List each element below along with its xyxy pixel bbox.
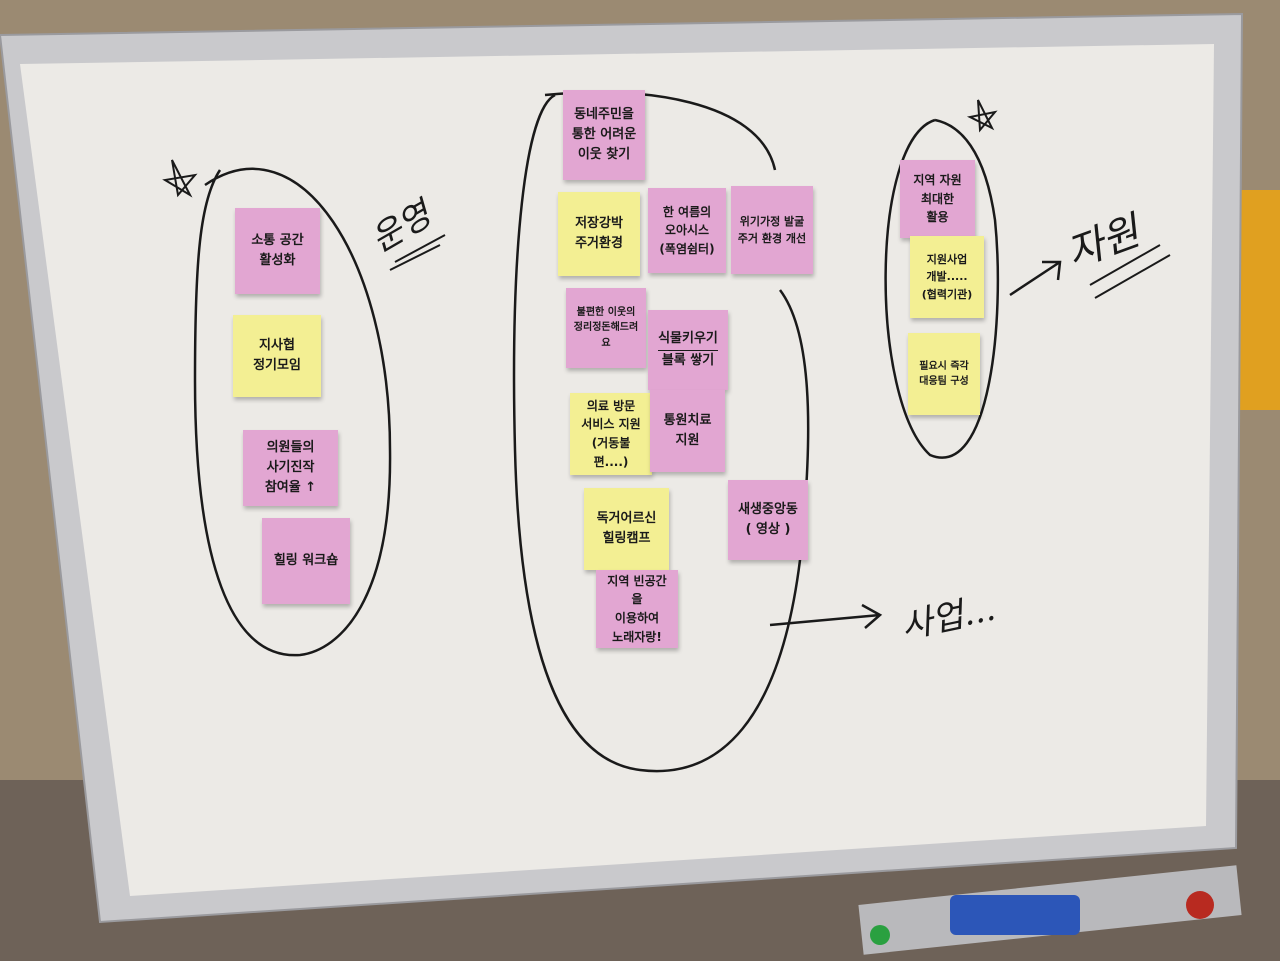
note-line: 활성화: [259, 253, 296, 268]
note-line: 필요시 즉각: [919, 360, 969, 372]
orange-chair: [1240, 190, 1280, 410]
underline-marks: [389, 234, 446, 271]
note-line: ( 영상 ): [745, 522, 791, 537]
note-line: 지사협: [259, 337, 295, 353]
note-line: 통한 어려운: [571, 126, 637, 142]
note-line: 힐링 워크숍: [273, 552, 339, 568]
note-line: 소통 공간: [251, 232, 304, 248]
note-line: 정리정돈해드려요: [573, 322, 639, 349]
note-line: 통원치료: [663, 412, 712, 428]
note-line: 지역 빈공간을: [607, 573, 667, 607]
note-line: 대응팀 구성: [919, 376, 969, 387]
note-line: 한 여름의: [662, 204, 712, 219]
note-line: 주거 환경 개선: [737, 232, 807, 245]
note-line: 사기진작: [266, 459, 315, 475]
note-line: 저장강박: [575, 215, 623, 231]
star-icon: [966, 99, 998, 133]
note-line: 블록 쌓기: [661, 352, 715, 368]
sticky-note[interactable]: 힐링 워크숍: [262, 518, 350, 604]
magnet: [870, 925, 890, 945]
arrow-to-right-label: [1009, 260, 1062, 297]
note-line: 독거어르신: [596, 510, 657, 526]
note-line: 주거환경: [575, 236, 623, 251]
note-line: 새생중앙동: [738, 501, 798, 517]
note-line: 불편한 이웃의: [576, 306, 636, 318]
note-line: 지역 자원: [913, 173, 962, 188]
note-line: (거동불편....): [591, 436, 631, 469]
note-line: 동네주민을: [574, 106, 634, 122]
middle-oval: [512, 93, 810, 773]
note-line: 의원들의: [266, 439, 315, 455]
note-line: 최대한: [920, 191, 955, 206]
note-line: 오아시스: [664, 223, 710, 238]
note-line: (협력기관): [921, 287, 973, 301]
note-line: 식물키우기: [658, 329, 718, 351]
arrow-to-middle-label: [769, 603, 883, 629]
note-line: 위기가정 발굴: [739, 214, 805, 228]
note-line: 지원사업: [926, 253, 968, 267]
note-line: 참여율 ↑: [264, 480, 317, 496]
marker-cap: [1186, 891, 1214, 919]
right-oval: [884, 118, 1000, 459]
note-line: 힐링캠프: [602, 531, 651, 546]
note-line: 이웃 찾기: [577, 147, 631, 163]
sticky-note[interactable]: 새생중앙동 ( 영상 ): [728, 480, 808, 560]
note-line: 의료 방문: [586, 398, 636, 413]
left-oval: [193, 167, 392, 657]
note-line: 서비스 지원: [581, 417, 641, 432]
star-icon: [162, 159, 198, 198]
note-line: 정기모임: [253, 358, 301, 373]
note-line: 지원: [675, 433, 700, 448]
note-line: (폭염쉼터): [659, 241, 715, 256]
note-line: 노래자랑!: [612, 629, 662, 644]
note-line: 이용하여: [614, 611, 660, 625]
eraser: [950, 895, 1080, 935]
note-line: 개발.....: [926, 270, 968, 284]
underline-marks: [1089, 244, 1171, 299]
note-line: 활용: [926, 210, 949, 225]
